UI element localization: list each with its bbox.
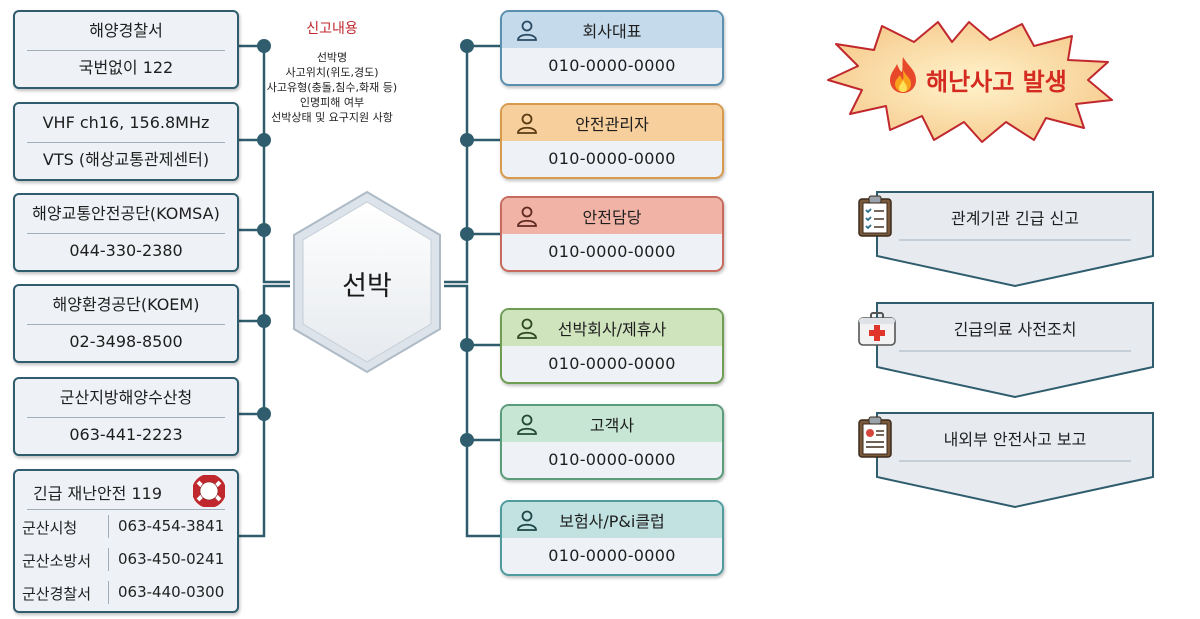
- burst-shape: [827, 21, 1113, 143]
- contact-value: 02-3498-8500: [69, 332, 183, 351]
- person-icon: [517, 510, 537, 531]
- emergency-row-value: 063-440-0300: [118, 583, 225, 601]
- first-aid-kit-icon: [858, 312, 896, 346]
- emergency-row-value: 063-450-0241: [118, 550, 225, 568]
- contact-number: 010-0000-0000: [548, 353, 676, 373]
- contact-role-header: 안전관리자: [502, 105, 722, 141]
- report-line: 사고유형(충돌,침수,화재 등): [266, 81, 398, 94]
- contact-name: 군산지방해양수산청: [59, 388, 193, 407]
- contact-shipping-company: 선박회사/제휴사 010-0000-0000: [500, 308, 724, 384]
- contact-name: 해양환경공단(KOEM): [52, 295, 200, 314]
- step-safety-report: 내외부 안전사고 보고: [858, 411, 1155, 511]
- report-line: 선박상태 및 요구지원 사항: [271, 111, 393, 124]
- accident-label: 해난사고 발생: [926, 68, 1067, 96]
- contact-safety-manager: 안전관리자 010-0000-0000: [500, 103, 724, 179]
- contact-safety-officer: 안전담당 010-0000-0000: [500, 196, 724, 272]
- emergency-row-name: 군산경찰서: [22, 585, 92, 603]
- step-label: 긴급의료 사전조치: [953, 320, 1077, 339]
- person-icon: [517, 20, 537, 41]
- report-title: 신고내용: [306, 21, 358, 37]
- accident-burst: 해난사고 발생: [822, 18, 1116, 144]
- contact-gunsan-oceans: 군산지방해양수산청 063-441-2223: [13, 377, 239, 456]
- person-icon: [517, 414, 537, 435]
- contact-name: 해양경찰서: [89, 21, 163, 40]
- contact-role-header: 안전담당: [502, 198, 722, 234]
- contact-role: 고객사: [589, 416, 635, 435]
- contact-number: 010-0000-0000: [548, 148, 676, 168]
- contact-value: 044-330-2380: [69, 241, 183, 260]
- report-line: 선박명: [316, 51, 348, 64]
- emergency-row-name: 군산시청: [22, 519, 78, 537]
- checklist-icon: [858, 195, 892, 237]
- hexagon-shape: [293, 190, 441, 374]
- report-clipboard-icon: [858, 416, 892, 458]
- contact-name: VHF ch16, 156.8MHz: [42, 113, 210, 132]
- emergency-119-box: 긴급 재난안전 119 군산시청 063-454-3841 군산소방서 063-…: [13, 469, 239, 613]
- contact-number: 010-0000-0000: [548, 241, 676, 261]
- vessel-hexagon: 선박: [290, 188, 444, 376]
- contact-role-header: 회사대표: [502, 12, 722, 48]
- emergency-title: 긴급 재난안전 119: [33, 484, 163, 503]
- step-arrow-shape: [876, 191, 1154, 288]
- step-arrow-shape: [876, 302, 1154, 399]
- report-line: 사고위치(위도,경도): [285, 66, 379, 79]
- contact-number: 010-0000-0000: [548, 449, 676, 469]
- report-contents: 신고내용 선박명 사고위치(위도,경도) 사고유형(충돌,침수,화재 등) 인명…: [232, 18, 432, 125]
- contact-role: 선박회사/제휴사: [557, 320, 667, 339]
- person-icon: [517, 113, 537, 134]
- step-medical-aid: 긴급의료 사전조치: [858, 301, 1155, 401]
- vessel-label: 선박: [342, 271, 392, 302]
- contact-koem: 해양환경공단(KOEM) 02-3498-8500: [13, 284, 239, 363]
- step-label: 관계기관 긴급 신고: [951, 209, 1079, 228]
- contact-role: 회사대표: [582, 22, 642, 41]
- lifebuoy-icon: [193, 475, 225, 507]
- contact-value: 063-441-2223: [69, 425, 183, 444]
- step-label: 내외부 안전사고 보고: [943, 430, 1087, 449]
- contact-role: 안전담당: [582, 208, 642, 227]
- contact-name: 해양교통안전공단(KOMSA): [32, 204, 220, 223]
- step-arrow-shape: [876, 412, 1154, 509]
- emergency-row-name: 군산소방서: [22, 552, 92, 570]
- contact-vhf-vts: VHF ch16, 156.8MHz VTS (해상교통관제센터): [13, 102, 239, 181]
- contact-number: 010-0000-0000: [548, 545, 676, 565]
- contact-value: 국번없이 122: [78, 58, 174, 77]
- contact-role: 보험사/P&i클럽: [559, 512, 665, 531]
- contact-value: VTS (해상교통관제센터): [42, 150, 210, 169]
- emergency-row: 군산소방서 063-450-0241: [15, 543, 237, 576]
- emergency-row-value: 063-454-3841: [118, 517, 225, 535]
- contact-ceo: 회사대표 010-0000-0000: [500, 10, 724, 86]
- contact-role-header: 보험사/P&i클럽: [502, 502, 722, 538]
- person-icon: [517, 318, 537, 339]
- contact-coast-guard: 해양경찰서 국번없이 122: [13, 10, 239, 89]
- contact-role-header: 선박회사/제휴사: [502, 310, 722, 346]
- emergency-row: 군산경찰서 063-440-0300: [15, 576, 237, 609]
- emergency-row: 군산시청 063-454-3841: [15, 510, 237, 543]
- contact-role-header: 고객사: [502, 406, 722, 442]
- contact-customer: 고객사 010-0000-0000: [500, 404, 724, 480]
- person-icon: [517, 206, 537, 227]
- contact-insurance: 보험사/P&i클럽 010-0000-0000: [500, 500, 724, 576]
- step-emergency-report: 관계기관 긴급 신고: [858, 190, 1155, 290]
- contact-komsa: 해양교통안전공단(KOMSA) 044-330-2380: [13, 193, 239, 272]
- fire-icon: [890, 57, 916, 93]
- contact-number: 010-0000-0000: [548, 55, 676, 75]
- contact-role: 안전관리자: [575, 115, 649, 134]
- report-line: 인명피해 여부: [299, 96, 365, 109]
